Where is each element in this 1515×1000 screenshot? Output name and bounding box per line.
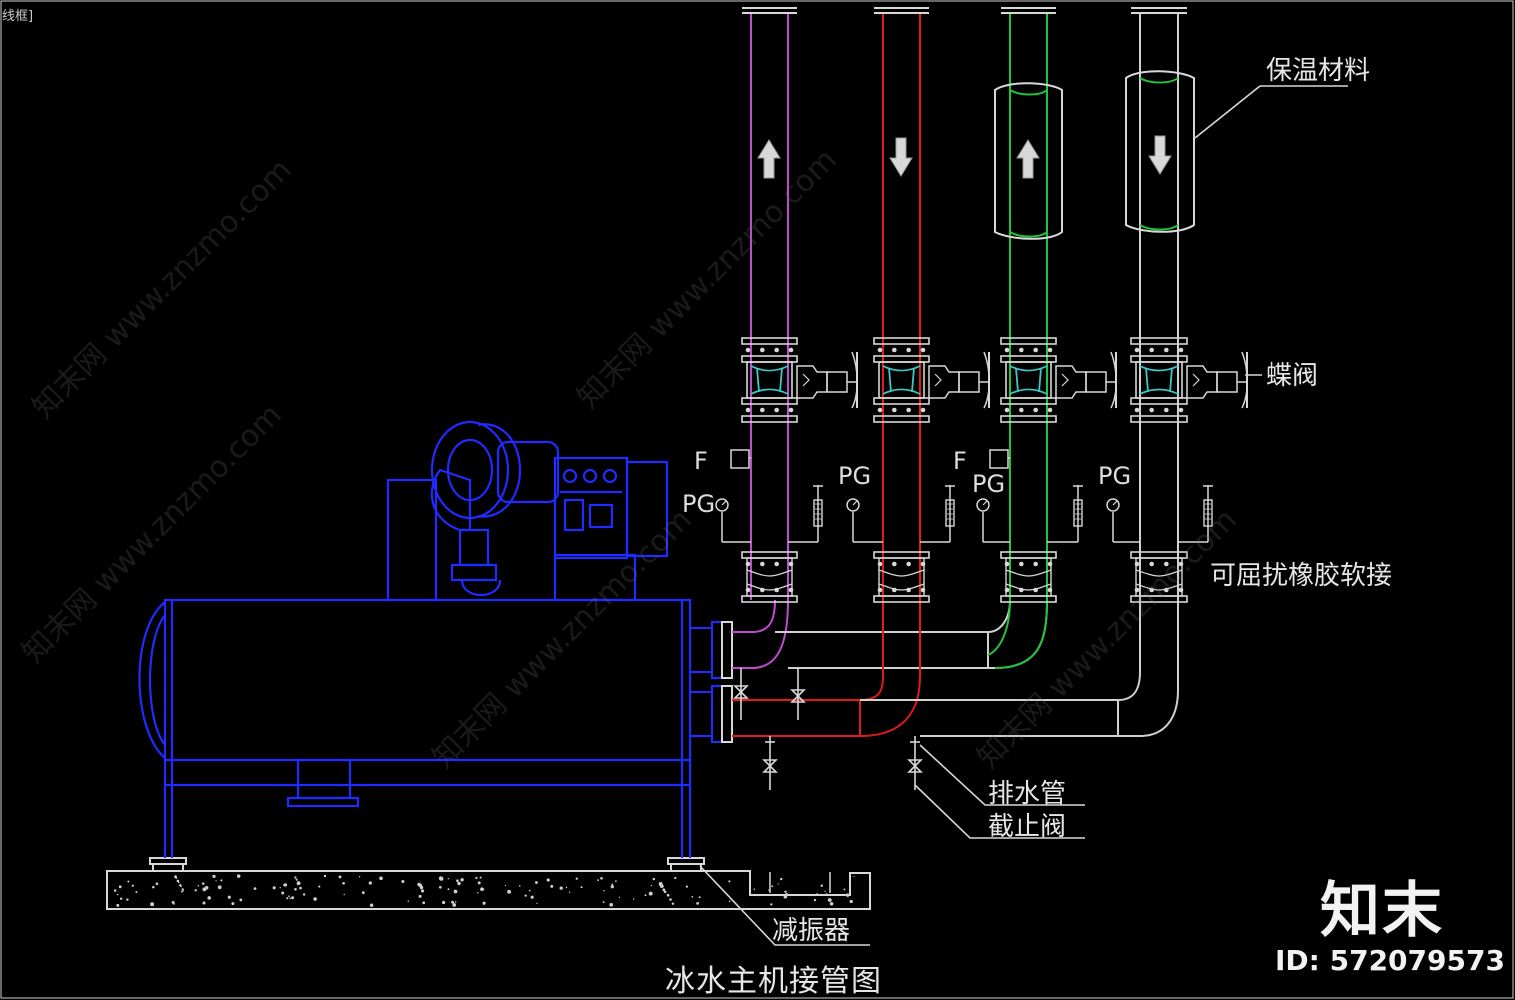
butterfly-valve <box>1130 337 1248 423</box>
vibration-isolator-left <box>149 857 187 872</box>
foundation-slab <box>106 870 871 910</box>
asset-id: ID: 572079573 <box>1275 944 1505 977</box>
flexible-joint <box>1130 551 1188 603</box>
pressure-gauge-icon <box>976 498 990 512</box>
thermometer-icon <box>1203 499 1213 527</box>
pressure-tag-2: PG <box>838 462 872 490</box>
brand-logo: 知末 <box>1320 876 1444 946</box>
flow-switch-icon <box>730 449 750 469</box>
insulation-leader <box>1194 85 1261 139</box>
thermometer-icon <box>813 499 823 527</box>
insulation-jacket-green <box>994 82 1063 240</box>
butterfly-valve <box>741 337 858 423</box>
riser-purple <box>750 12 789 600</box>
pressure-tag-4: PG <box>1098 462 1132 490</box>
vibration-isolator-label: 减振器 <box>772 916 851 946</box>
flow-arrow-down-gray <box>1148 135 1172 175</box>
flexible-joint-label: 可屈扰橡胶软接 <box>1210 561 1393 591</box>
pressure-tag-1: PG <box>682 490 716 518</box>
concrete-texture <box>113 874 855 908</box>
butterfly-valve-label: 蝶阀 <box>1266 361 1319 391</box>
riser-red <box>882 12 921 600</box>
flow-switch-icon <box>989 449 1009 469</box>
chiller-unit <box>138 420 692 858</box>
flow-tag-2: F <box>953 447 967 475</box>
flexible-joint <box>741 551 798 603</box>
flow-arrow-up-green <box>1016 139 1040 179</box>
pressure-gauge-icon <box>1106 498 1120 512</box>
pressure-gauge-icon <box>846 498 860 512</box>
instrument-taps <box>715 449 1213 543</box>
nozzle-outer-flanges <box>721 621 733 743</box>
butterfly-valve <box>1000 337 1117 423</box>
isolator-leader <box>699 865 870 946</box>
flow-tag-1: F <box>694 447 708 475</box>
vibration-isolator-right <box>667 857 705 872</box>
flexible-joint <box>1000 551 1057 603</box>
stop-valve-label: 截止阀 <box>988 812 1067 842</box>
thermometer-icon <box>945 499 955 527</box>
flow-arrow-down-red <box>889 137 913 177</box>
drain-label-leaders <box>914 744 1085 839</box>
flexible-joint <box>873 551 930 603</box>
diagram-title: 冰水主机接管图 <box>665 964 882 999</box>
pressure-tag-3: PG <box>972 470 1006 498</box>
header-pipes <box>732 599 1179 737</box>
instrument-tap <box>1106 485 1213 543</box>
riser-gray <box>1139 12 1179 600</box>
pressure-gauge-icon <box>715 498 729 512</box>
drain-pipe-label: 排水管 <box>988 779 1067 809</box>
corner-label: 线框] <box>2 9 34 24</box>
butterfly-valve <box>873 337 990 423</box>
flow-arrow-up-purple <box>757 139 781 179</box>
drain-valves <box>733 668 923 790</box>
instrument-tap <box>715 449 823 543</box>
instrument-tap <box>846 485 955 543</box>
flexible-joints <box>741 551 1188 603</box>
shell-nozzle-flanges <box>689 621 723 743</box>
butterfly-valves <box>741 337 1248 423</box>
instrument-tap <box>976 449 1083 543</box>
riser-top-caps <box>742 7 1187 14</box>
insulation-label: 保温材料 <box>1266 56 1371 86</box>
riser-green <box>1009 12 1048 600</box>
thermometer-icon <box>1073 499 1083 527</box>
insulation-jacket-gray <box>1125 70 1195 233</box>
